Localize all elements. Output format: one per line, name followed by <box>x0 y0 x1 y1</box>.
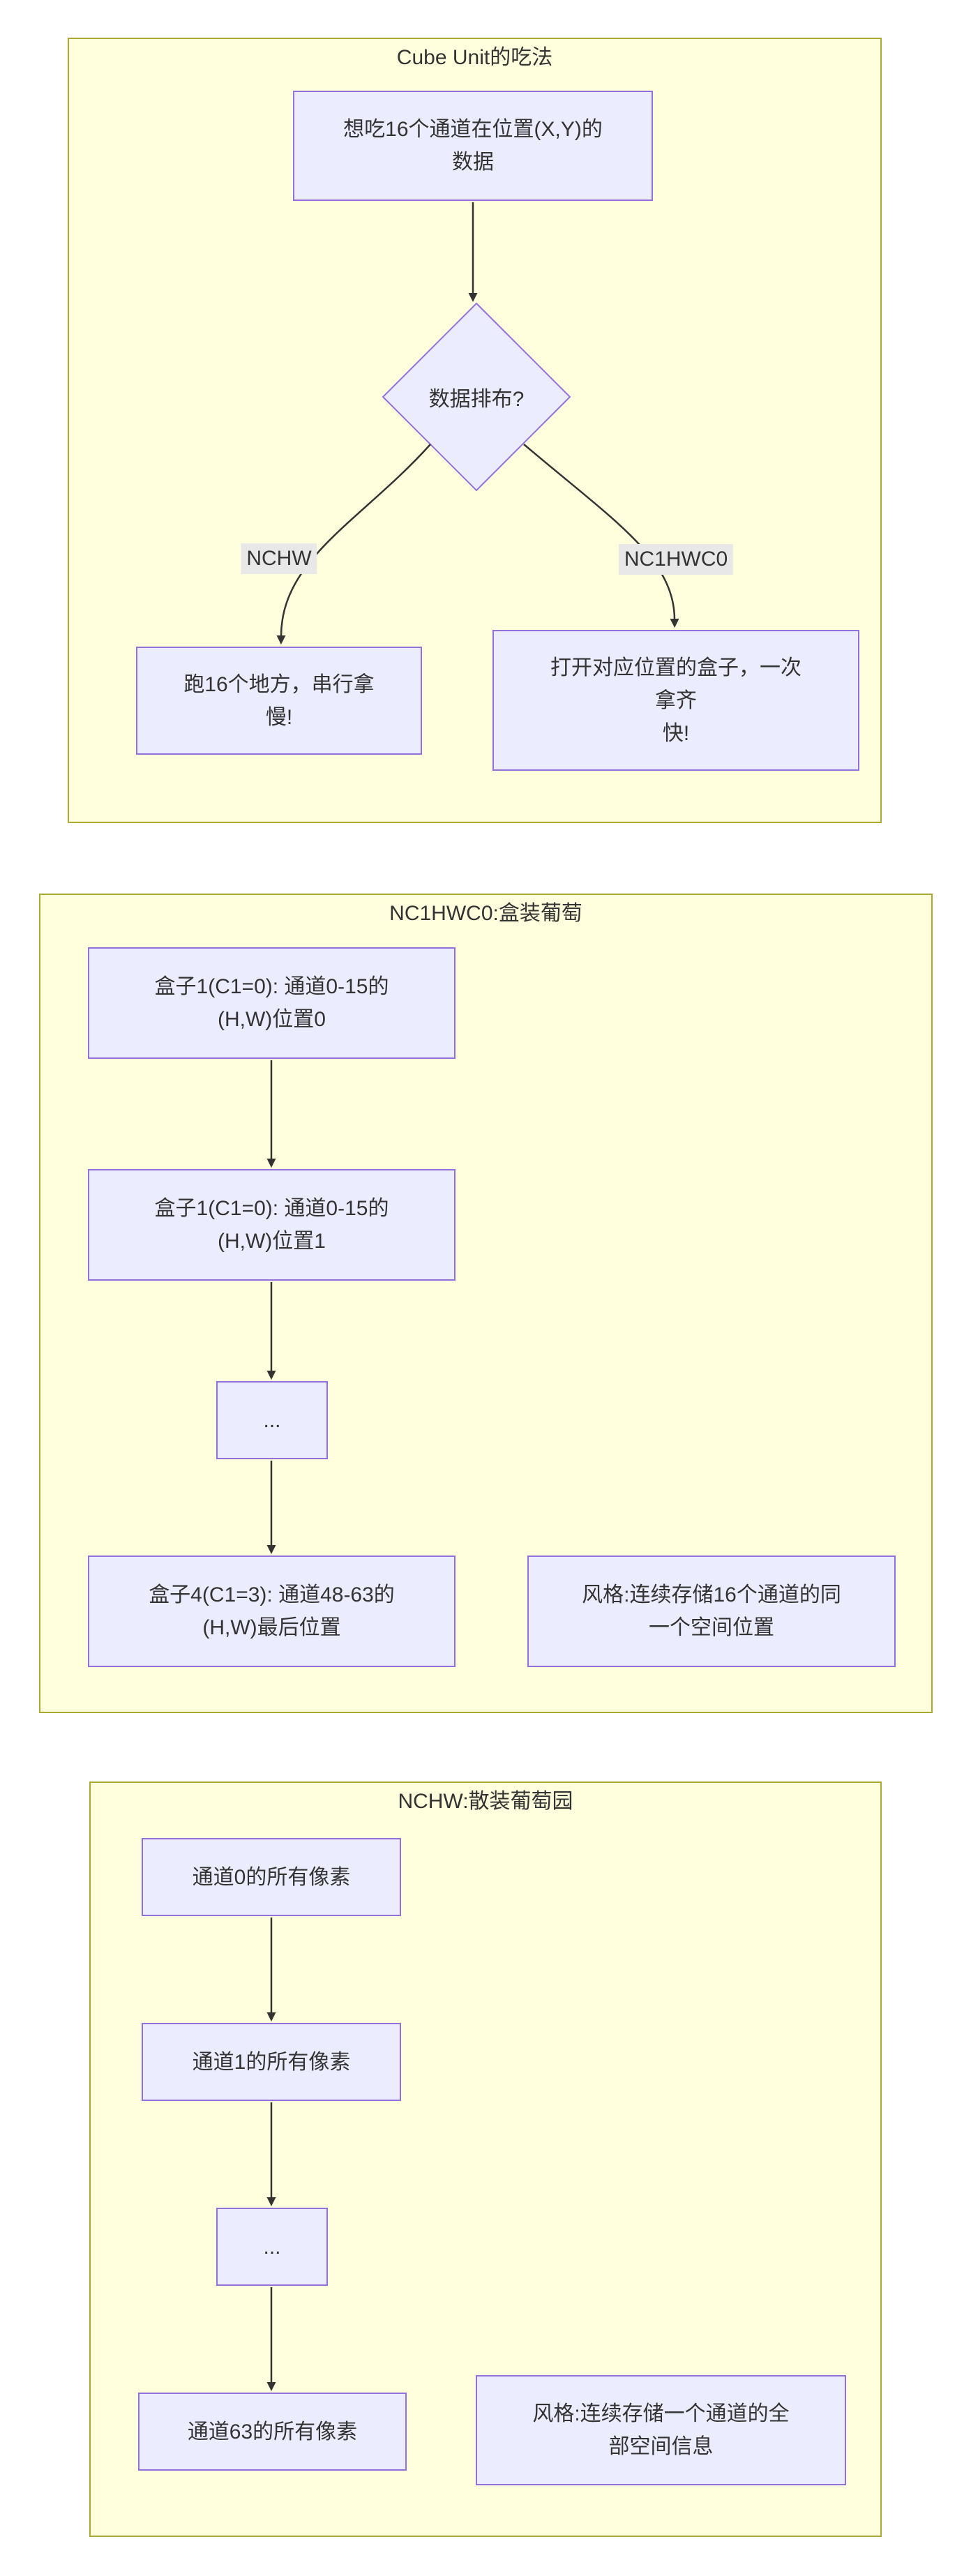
node-text-line: ... <box>263 1408 281 1432</box>
node-box1-pos0: 盒子1(C1=0): 通道0-15的 (H,W)位置0 <box>88 947 456 1059</box>
node-text-line: (H,W)位置1 <box>218 1230 326 1253</box>
node-ellipsis-p2: ... <box>216 1381 328 1459</box>
decision-diamond-shape <box>382 302 571 492</box>
node-text-line: 数据 <box>452 151 494 174</box>
node-style-note-nchw: 风格:连续存储一个通道的全 部空间信息 <box>476 2375 846 2485</box>
node-text-line: 打开对应位置的盒子，一次 <box>550 656 801 679</box>
edge-decision-to-nc1hwc0 <box>523 444 679 628</box>
edge-label-nc1hwc0: NC1HWC0 <box>618 544 734 575</box>
cluster-nchw-title: NCHW:散装葡萄园 <box>398 1790 573 1813</box>
node-text-line: 拿齐 <box>655 688 697 712</box>
node-text-line: (H,W)位置0 <box>218 1008 326 1031</box>
node-want-16-channels: 想吃16个通道在位置(X,Y)的 数据 <box>293 91 653 201</box>
node-channel63-pixels: 通道63的所有像素 <box>138 2393 407 2471</box>
node-channel1-pixels: 通道1的所有像素 <box>142 2023 401 2101</box>
node-text-line: 通道63的所有像素 <box>187 2420 358 2443</box>
node-text-line: 通道0的所有像素 <box>192 1865 351 1889</box>
node-channel0-pixels: 通道0的所有像素 <box>142 1838 401 1916</box>
node-text-line: 跑16个地方，串行拿 <box>183 672 375 696</box>
node-text-line: 通道1的所有像素 <box>192 2050 351 2074</box>
node-text-line: 风格:连续存储一个通道的全 <box>532 2402 790 2425</box>
node-text-line: 一个空间位置 <box>649 1616 774 1639</box>
cluster-nc1hwc0-title: NC1HWC0:盒装葡萄 <box>389 902 582 925</box>
node-text-line: 盒子1(C1=0): 通道0-15的 <box>154 975 389 998</box>
node-text-line: 盒子1(C1=0): 通道0-15的 <box>154 1197 389 1220</box>
node-text-line: 快! <box>662 721 690 745</box>
node-text-line: (H,W)最后位置 <box>202 1616 341 1639</box>
decision-data-layout-label: 数据排布? <box>428 388 525 411</box>
node-nchw-result: 跑16个地方，串行拿 慢! <box>136 647 422 755</box>
node-text-line: 盒子4(C1=3): 通道48-63的 <box>149 1583 395 1606</box>
node-text-line: 风格:连续存储16个通道的同 <box>582 1583 841 1606</box>
node-text-line: 慢! <box>265 705 293 729</box>
node-text-line: 想吃16个通道在位置(X,Y)的 <box>343 118 603 141</box>
edge-label-nchw: NCHW <box>241 543 317 574</box>
node-text-line: 部空间信息 <box>608 2435 714 2458</box>
node-ellipsis-p3: ... <box>216 2208 328 2286</box>
node-box1-pos1: 盒子1(C1=0): 通道0-15的 (H,W)位置1 <box>88 1169 456 1281</box>
cluster-cube-unit-title: Cube Unit的吃法 <box>396 46 553 69</box>
node-box4-last-pos: 盒子4(C1=3): 通道48-63的 (H,W)最后位置 <box>88 1556 456 1667</box>
node-nc1hwc0-result: 打开对应位置的盒子，一次 拿齐 快! <box>492 630 859 771</box>
node-text-line: ... <box>263 2235 281 2259</box>
edge-decision-to-nchw <box>276 444 431 645</box>
node-style-note-nc1hwc0: 风格:连续存储16个通道的同 一个空间位置 <box>527 1556 896 1667</box>
